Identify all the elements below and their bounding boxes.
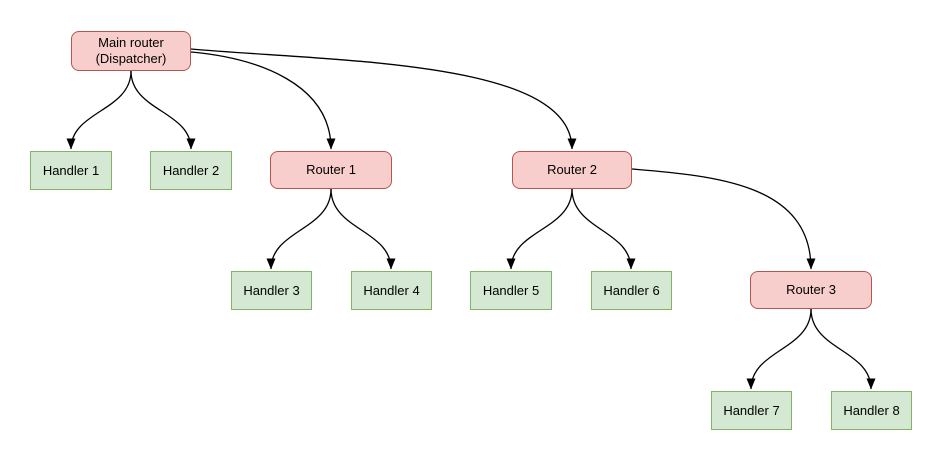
edge-router-1-to-handler-3 <box>266 188 332 270</box>
edge-router-3-to-handler-7 <box>746 308 812 390</box>
edge-router-2-to-router-3 <box>631 168 816 270</box>
node-handler-2: Handler 2 <box>150 151 232 190</box>
node-router-1: Router 1 <box>270 151 392 189</box>
node-main-router: Main router (Dispatcher) <box>71 31 191 71</box>
node-handler-4: Handler 4 <box>351 271 432 310</box>
node-handler-6: Handler 6 <box>591 271 672 310</box>
node-router-2: Router 2 <box>512 151 632 189</box>
edge-main-router-to-router-1 <box>190 51 336 150</box>
edge-router-1-to-handler-4 <box>330 188 396 270</box>
node-handler-7: Handler 7 <box>711 391 792 430</box>
edge-router-3-to-handler-8 <box>810 308 876 390</box>
edge-router-2-to-handler-5 <box>506 188 573 270</box>
edge-main-router-to-handler-1 <box>66 70 132 150</box>
edge-main-router-to-handler-2 <box>130 70 196 150</box>
node-handler-3: Handler 3 <box>231 271 312 310</box>
node-handler-1: Handler 1 <box>30 151 112 190</box>
node-handler-5: Handler 5 <box>470 271 552 310</box>
edge-main-router-to-router-2 <box>190 48 577 150</box>
edge-router-2-to-handler-6 <box>571 188 636 270</box>
node-handler-8: Handler 8 <box>831 391 912 430</box>
node-router-3: Router 3 <box>750 271 872 309</box>
